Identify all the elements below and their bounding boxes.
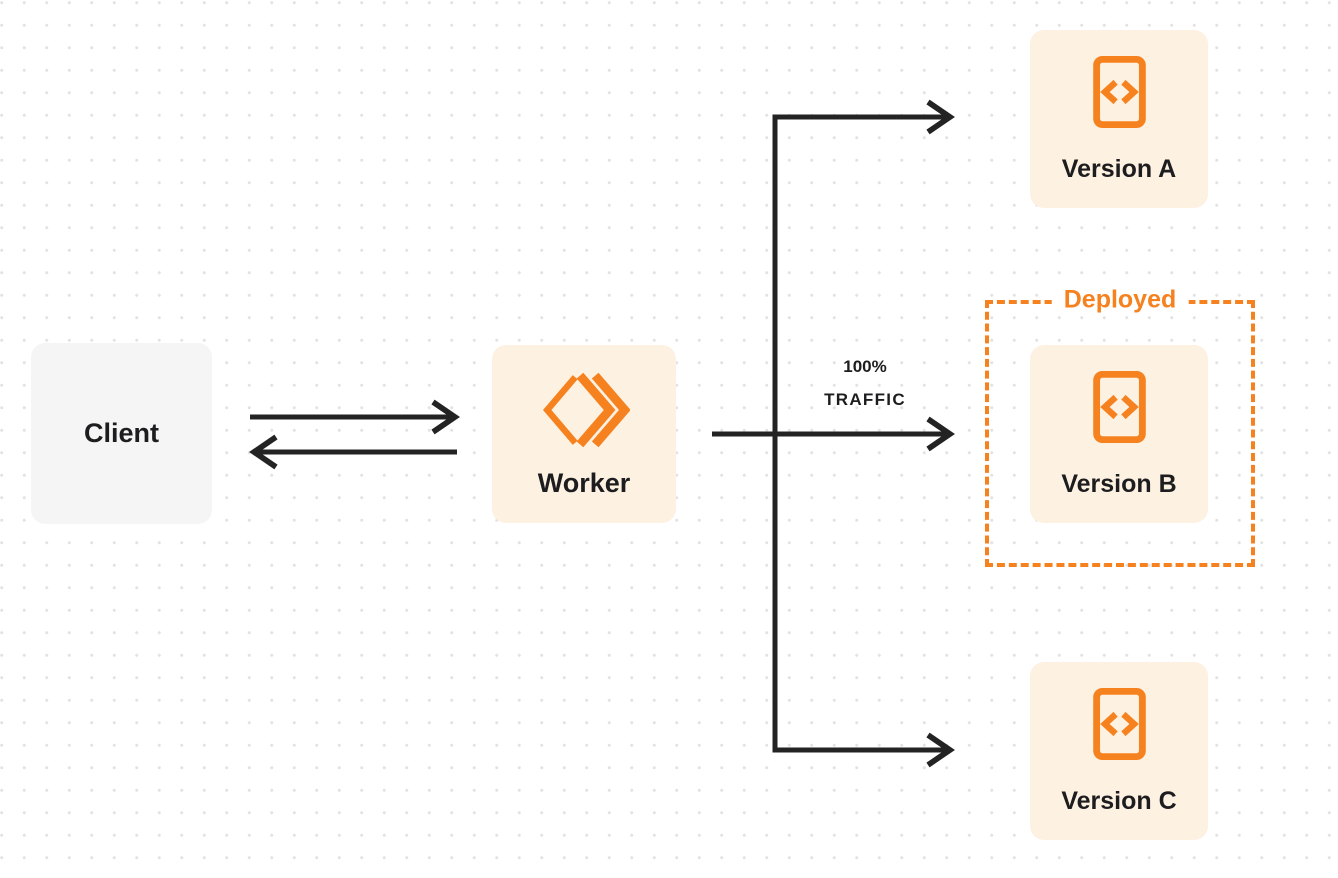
traffic-word: TRAFFIC: [824, 390, 906, 409]
version-b-label: Version B: [1061, 469, 1177, 498]
code-file-icon: [1092, 370, 1146, 443]
arrow-to-version-a: [772, 99, 955, 135]
deployed-label: Deployed: [1051, 285, 1189, 315]
arrow-to-version-c: [772, 732, 955, 768]
version-c-label: Version C: [1061, 786, 1177, 815]
deployed-group-outline: Deployed: [985, 285, 1255, 567]
client-label: Client: [83, 418, 159, 448]
node-version-c: Version C: [1030, 662, 1208, 840]
node-worker: Worker: [492, 345, 676, 523]
cloudflare-workers-logo-icon: [542, 372, 630, 447]
version-a-label: Version A: [1061, 154, 1177, 183]
arrow-worker-to-client: [249, 434, 457, 470]
arrow-client-to-worker: [250, 399, 460, 435]
node-version-b: Version B: [1030, 345, 1208, 523]
traffic-label: 100% TRAFFIC: [790, 350, 940, 416]
code-file-icon: [1092, 687, 1146, 760]
node-client: Client: [31, 343, 212, 524]
arrow-to-version-b: [712, 416, 955, 452]
traffic-percent: 100%: [843, 357, 887, 376]
worker-label: Worker: [537, 467, 631, 498]
code-file-icon: [1092, 55, 1146, 128]
node-version-a: Version A: [1030, 30, 1208, 208]
